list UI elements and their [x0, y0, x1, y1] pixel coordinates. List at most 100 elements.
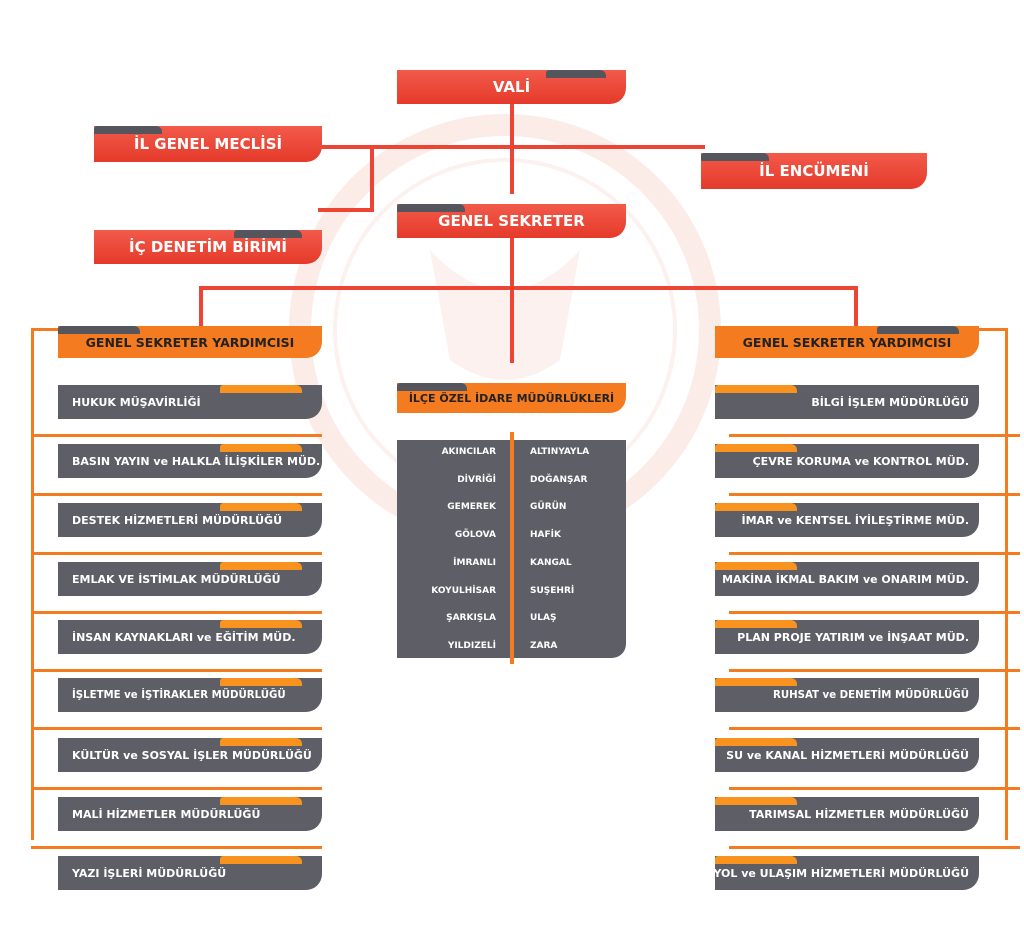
line-to-icdenetim-h — [318, 208, 374, 212]
left-unit-box: İNSAN KAYNAKLARI ve EĞİTİM MÜD. — [58, 620, 322, 654]
ilce-town-right: ULAŞ — [530, 613, 557, 624]
ilce-divider — [510, 432, 514, 664]
line-meclis-encumen — [370, 145, 705, 149]
right-unit-box: BİLGİ İŞLEM MÜDÜRLÜĞÜ — [715, 385, 979, 419]
right-unit-label: BİLGİ İŞLEM MÜDÜRLÜĞÜ — [811, 395, 969, 409]
right-connector-tick — [729, 727, 1020, 730]
left-unit-box: HUKUK MÜŞAVİRLİĞİ — [58, 385, 322, 419]
ic-denetim-box: İÇ DENETİM BİRİMİ — [94, 230, 322, 264]
il-encumeni-box: İL ENCÜMENİ — [701, 153, 927, 189]
left-unit-box: EMLAK VE İSTİMLAK MÜDÜRLÜĞÜ — [58, 562, 322, 596]
right-unit-box: TARIMSAL HİZMETLER MÜDÜRLÜĞÜ — [715, 797, 979, 831]
right-unit-label: TARIMSAL HİZMETLER MÜDÜRLÜĞÜ — [749, 807, 969, 821]
right-unit-box: MAKİNA İKMAL BAKIM ve ONARIM MÜD. — [715, 562, 979, 596]
ilce-town-left: GEMEREK — [447, 502, 496, 513]
vali-label: VALİ — [492, 78, 531, 96]
left-connector-tick — [31, 552, 322, 555]
left-unit-label: HUKUK MÜŞAVİRLİĞİ — [72, 395, 201, 409]
right-unit-box: İMAR ve KENTSEL İYİLEŞTİRME MÜD. — [715, 503, 979, 537]
right-connector-tick — [729, 669, 1020, 672]
line-gsy-right-drop — [854, 286, 858, 326]
left-connector-tick — [31, 493, 322, 496]
right-unit-box: SU ve KANAL HİZMETLERİ MÜDÜRLÜĞÜ — [715, 738, 979, 772]
il-genel-meclisi-box: İL GENEL MECLİSİ — [94, 126, 322, 162]
ilce-title-label: İLÇE ÖZEL İDARE MÜDÜRLÜKLERİ — [408, 391, 615, 405]
ic-denetim-label: İÇ DENETİM BİRİMİ — [129, 238, 287, 256]
ilce-town-left: KOYULHİSAR — [431, 585, 496, 596]
ilce-town-right: KANGAL — [530, 557, 572, 568]
line-to-meclis — [320, 145, 372, 149]
left-deputy-label: GENEL SEKRETER YARDIMCISI — [85, 334, 295, 350]
line-vali-down — [510, 104, 514, 194]
right-deputy-box: GENEL SEKRETER YARDIMCISI — [715, 326, 979, 358]
right-unit-label: YOL ve ULAŞIM HİZMETLERİ MÜDÜRLÜĞÜ — [715, 866, 969, 880]
ilce-town-right: GÜRÜN — [530, 502, 567, 513]
left-unit-box: İŞLETME ve İŞTİRAKLER MÜDÜRLÜĞÜ — [58, 678, 322, 712]
line-right-spine — [1005, 328, 1008, 840]
right-unit-box: ÇEVRE KORUMA ve KONTROL MÜD. — [715, 444, 979, 478]
ilce-town-right: ZARA — [530, 640, 558, 651]
left-connector-tick — [31, 787, 322, 790]
left-unit-box: KÜLTÜR ve SOSYAL İŞLER MÜDÜRLÜĞÜ — [58, 738, 322, 772]
ilce-town-right: HAFİK — [530, 530, 561, 541]
ilce-town-left: AKINCILAR — [441, 447, 496, 457]
ilce-town-left: İMRANLI — [453, 557, 496, 568]
right-unit-box: YOL ve ULAŞIM HİZMETLERİ MÜDÜRLÜĞÜ — [715, 856, 979, 890]
left-unit-label: YAZI İŞLERİ MÜDÜRLÜĞÜ — [72, 866, 227, 880]
left-connector-tick — [31, 846, 322, 849]
left-unit-label: BASIN YAYIN ve HALKLA İLİŞKİLER MÜD. — [72, 454, 321, 468]
right-deputy-label: GENEL SEKRETER YARDIMCISI — [742, 334, 952, 350]
ilce-town-right: ALTINYAYLA — [530, 447, 590, 457]
ilce-town-left: ŞARKIŞLA — [446, 613, 496, 624]
ilce-title-box: İLÇE ÖZEL İDARE MÜDÜRLÜKLERİ — [397, 383, 626, 413]
left-unit-box: DESTEK HİZMETLERİ MÜDÜRLÜĞÜ — [58, 503, 322, 537]
line-left-spine — [31, 328, 34, 840]
left-unit-box: MALİ HİZMETLER MÜDÜRLÜĞÜ — [58, 797, 322, 831]
left-connector-tick — [31, 611, 322, 614]
right-connector-tick — [729, 552, 1020, 555]
right-unit-label: ÇEVRE KORUMA ve KONTROL MÜD. — [752, 454, 969, 468]
right-connector-tick — [729, 611, 1020, 614]
line-gs-down — [510, 238, 514, 288]
left-unit-label: MALİ HİZMETLER MÜDÜRLÜĞÜ — [72, 807, 261, 821]
right-unit-box: PLAN PROJE YATIRIM ve İNŞAAT MÜD. — [715, 620, 979, 654]
right-connector-tick — [729, 434, 1020, 437]
genel-sekreter-box: GENEL SEKRETER — [397, 204, 626, 238]
left-connector-tick — [31, 434, 322, 437]
il-encumeni-label: İL ENCÜMENİ — [759, 162, 869, 180]
right-connector-top — [958, 328, 1008, 331]
ilce-town-right: SUŞEHRİ — [530, 585, 575, 596]
left-unit-label: KÜLTÜR ve SOSYAL İŞLER MÜDÜRLÜĞÜ — [72, 748, 312, 762]
il-genel-meclisi-label: İL GENEL MECLİSİ — [133, 135, 283, 153]
left-deputy-box: GENEL SEKRETER YARDIMCISI — [58, 326, 322, 358]
ilce-town-left: GÖLOVA — [454, 530, 496, 541]
left-connector-top — [31, 328, 59, 331]
ilce-town-left: DİVRİĞİ — [457, 474, 496, 485]
right-unit-label: SU ve KANAL HİZMETLERİ MÜDÜRLÜĞÜ — [726, 748, 969, 762]
left-unit-label: İŞLETME ve İŞTİRAKLER MÜDÜRLÜĞÜ — [72, 689, 286, 701]
left-unit-label: EMLAK VE İSTİMLAK MÜDÜRLÜĞÜ — [72, 572, 281, 586]
line-gsy-horizontal — [199, 286, 858, 290]
left-connector-tick — [31, 669, 322, 672]
ilce-town-left: YILDIZELİ — [447, 640, 496, 651]
vali-box: VALİ — [397, 70, 626, 104]
left-unit-label: İNSAN KAYNAKLARI ve EĞİTİM MÜD. — [72, 630, 296, 644]
left-unit-label: DESTEK HİZMETLERİ MÜDÜRLÜĞÜ — [72, 513, 283, 527]
right-connector-tick — [729, 787, 1020, 790]
right-unit-label: RUHSAT ve DENETİM MÜDÜRLÜĞÜ — [772, 689, 969, 701]
right-unit-label: İMAR ve KENTSEL İYİLEŞTİRME MÜD. — [741, 513, 969, 527]
right-unit-label: PLAN PROJE YATIRIM ve İNŞAAT MÜD. — [737, 630, 969, 644]
line-to-icdenetim-v — [370, 145, 374, 212]
line-ilce-down — [510, 288, 514, 363]
genel-sekreter-label: GENEL SEKRETER — [438, 212, 585, 230]
ilce-town-right: DOĞANŞAR — [530, 474, 588, 485]
right-connector-tick — [729, 493, 1020, 496]
left-connector-tick — [31, 727, 322, 730]
right-unit-label: MAKİNA İKMAL BAKIM ve ONARIM MÜD. — [722, 572, 969, 586]
left-unit-box: YAZI İŞLERİ MÜDÜRLÜĞÜ — [58, 856, 322, 890]
line-gsy-left-drop — [199, 286, 203, 326]
left-unit-box: BASIN YAYIN ve HALKLA İLİŞKİLER MÜD. — [58, 444, 322, 478]
right-unit-box: RUHSAT ve DENETİM MÜDÜRLÜĞÜ — [715, 678, 979, 712]
right-connector-tick — [729, 846, 1020, 849]
